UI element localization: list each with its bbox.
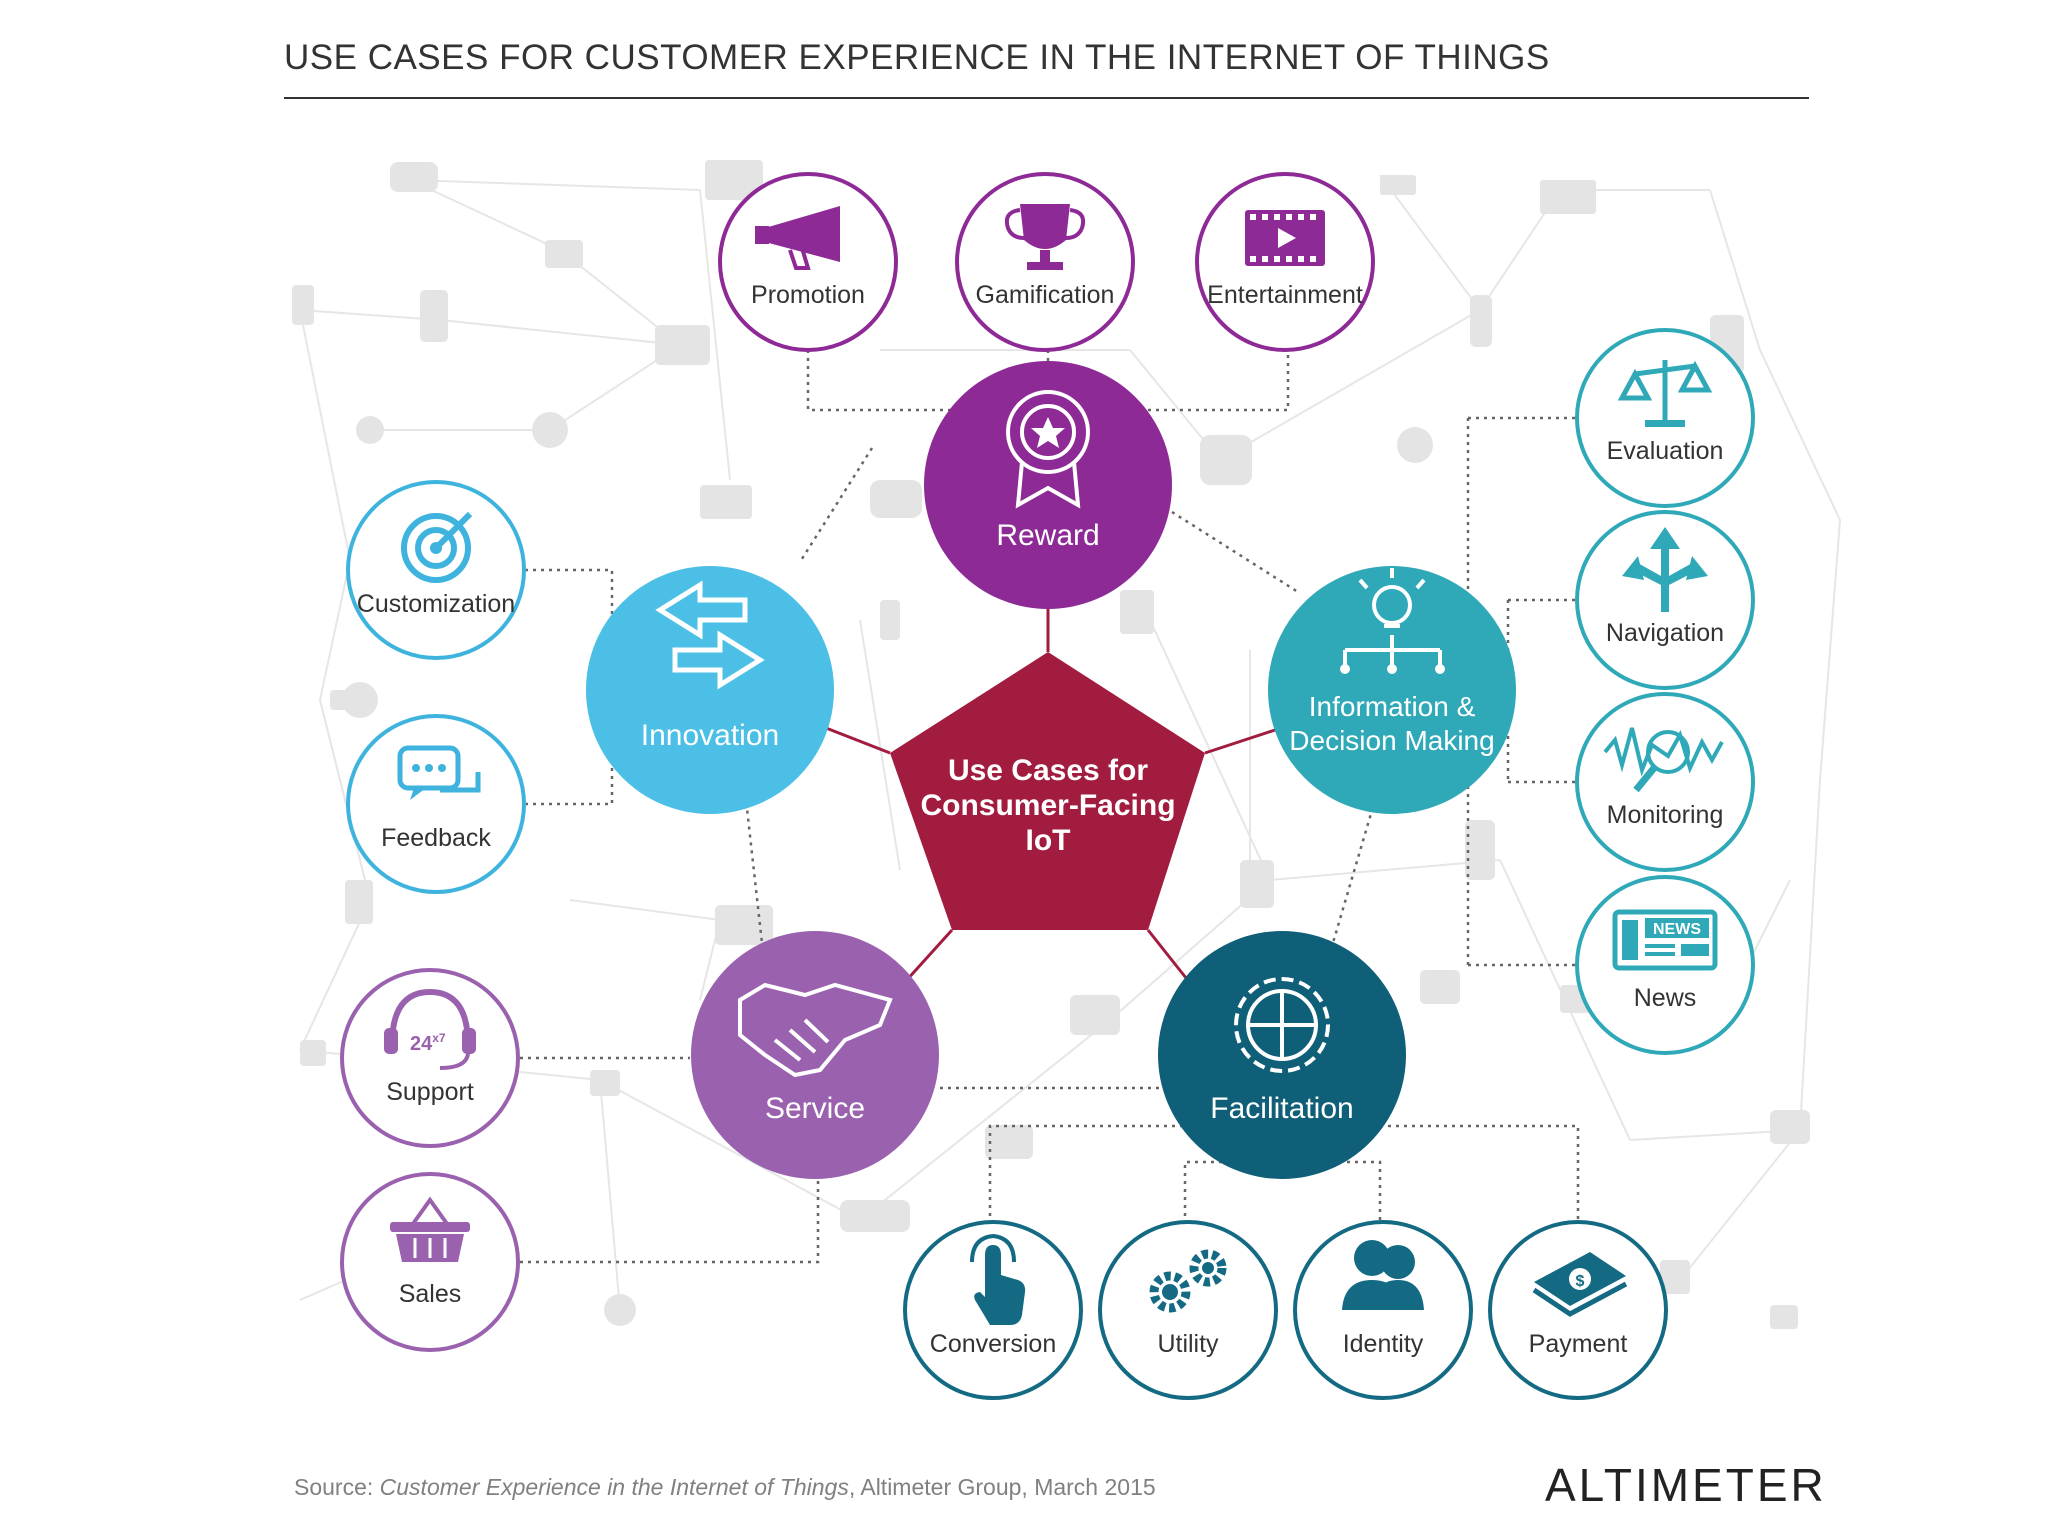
users-icon: [1342, 1240, 1424, 1310]
feedback-label: Feedback: [381, 824, 491, 852]
title-divider: [284, 97, 1809, 99]
center-label-line-1: Use Cases for: [948, 754, 1148, 787]
network-node-icon: [1435, 664, 1445, 674]
reward-label: Reward: [996, 519, 1099, 552]
subitem-navigation: Navigation: [1575, 510, 1755, 690]
newspaper-icon: [1612, 909, 1718, 971]
film-play-icon: [1245, 210, 1325, 266]
subitem-news: NEWS News: [1575, 875, 1755, 1055]
subitem-identity: Identity: [1293, 1220, 1473, 1400]
subitem-evaluation: Evaluation: [1575, 328, 1755, 508]
network-node-icon: [1340, 664, 1350, 674]
identity-label: Identity: [1343, 1330, 1424, 1358]
entertainment-label: Entertainment: [1207, 281, 1363, 309]
gear-puzzle-icon: [1234, 977, 1330, 1073]
sales-label: Sales: [399, 1280, 462, 1308]
innovation-label: Innovation: [641, 719, 779, 752]
subitem-conversion: Conversion: [903, 1220, 1083, 1400]
altimeter-logo: ALTIMETER: [1545, 1459, 1827, 1511]
headset-icon: [384, 988, 476, 1070]
award-ribbon-icon: [1006, 390, 1090, 509]
monitoring-label: Monitoring: [1607, 801, 1724, 829]
shopping-basket-icon: [390, 1196, 470, 1262]
subitem-utility: Utility: [1098, 1220, 1278, 1400]
star-icon: [1031, 417, 1065, 448]
chat-bubbles-icon: [397, 745, 481, 800]
touch-hand-icon: [970, 1233, 1026, 1325]
balance-scale-icon: [1617, 360, 1713, 422]
information-label-line-2: Decision Making: [1289, 725, 1494, 756]
evaluation-label: Evaluation: [1607, 437, 1724, 465]
source-suffix: , Altimeter Group, March 2015: [848, 1474, 1156, 1500]
refresh-arrows-icon: [655, 580, 765, 690]
service-label: Service: [765, 1092, 865, 1125]
trophy-icon: [1004, 204, 1086, 270]
money-bill-icon: [1532, 1252, 1628, 1317]
payment-label: Payment: [1529, 1330, 1628, 1358]
category-reward: Reward: [924, 361, 1172, 609]
subitem-customization: Customization: [346, 480, 526, 660]
category-information-decision-making: Information & Decision Making: [1268, 566, 1516, 814]
direction-arrows-icon: [1622, 527, 1708, 612]
page-title: USE CASES FOR CUSTOMER EXPERIENCE IN THE…: [284, 38, 1550, 77]
megaphone-icon: [755, 206, 840, 270]
gamification-label: Gamification: [976, 281, 1115, 309]
center-label-line-2: Consumer-Facing: [920, 789, 1175, 822]
source-title: Customer Experience in the Internet of T…: [379, 1474, 849, 1500]
subitem-sales: Sales: [340, 1172, 520, 1352]
support-badge: 24x7: [410, 1031, 446, 1055]
target-icon: [401, 511, 473, 583]
center-pentagon: Use Cases for Consumer-Facing IoT: [890, 652, 1205, 930]
center-label-line-3: IoT: [1026, 824, 1071, 857]
navigation-label: Navigation: [1606, 619, 1724, 647]
facilitation-label: Facilitation: [1210, 1092, 1353, 1125]
support-label: Support: [386, 1078, 474, 1106]
payment-symbol: $: [1576, 1273, 1585, 1290]
lightbulb-network-icon: [1343, 568, 1442, 665]
news-badge: NEWS: [1653, 921, 1701, 938]
news-label: News: [1634, 984, 1697, 1012]
subitem-payment: $ Payment: [1488, 1220, 1668, 1400]
handshake-icon: [738, 982, 893, 1078]
subitem-promotion: Promotion: [718, 172, 898, 352]
information-label-line-1: Information &: [1309, 691, 1476, 722]
conversion-label: Conversion: [930, 1330, 1056, 1358]
customization-label: Customization: [357, 590, 515, 618]
category-service: Service: [691, 931, 939, 1179]
subitem-feedback: Feedback: [346, 714, 526, 894]
target-center-icon: [430, 542, 442, 554]
center-spokes: [825, 602, 1276, 984]
magnifier-wave-icon: [1603, 727, 1724, 793]
subitem-entertainment: Entertainment: [1195, 172, 1375, 352]
background-icons: [292, 160, 1810, 1329]
subitem-support: 24x7 Support: [340, 968, 520, 1148]
promotion-label: Promotion: [751, 281, 865, 309]
subitem-monitoring: Monitoring: [1575, 692, 1755, 872]
subitem-gamification: Gamification: [955, 172, 1135, 352]
gears-icon: [1149, 1249, 1227, 1313]
source-prefix: Source:: [294, 1474, 380, 1500]
utility-label: Utility: [1157, 1330, 1219, 1358]
category-innovation: Innovation: [586, 566, 834, 814]
category-facilitation: Facilitation: [1158, 931, 1406, 1179]
scale-base-icon: [1645, 420, 1685, 427]
source-citation: Source: Customer Experience in the Inter…: [294, 1474, 1156, 1501]
network-node-icon: [1387, 664, 1397, 674]
